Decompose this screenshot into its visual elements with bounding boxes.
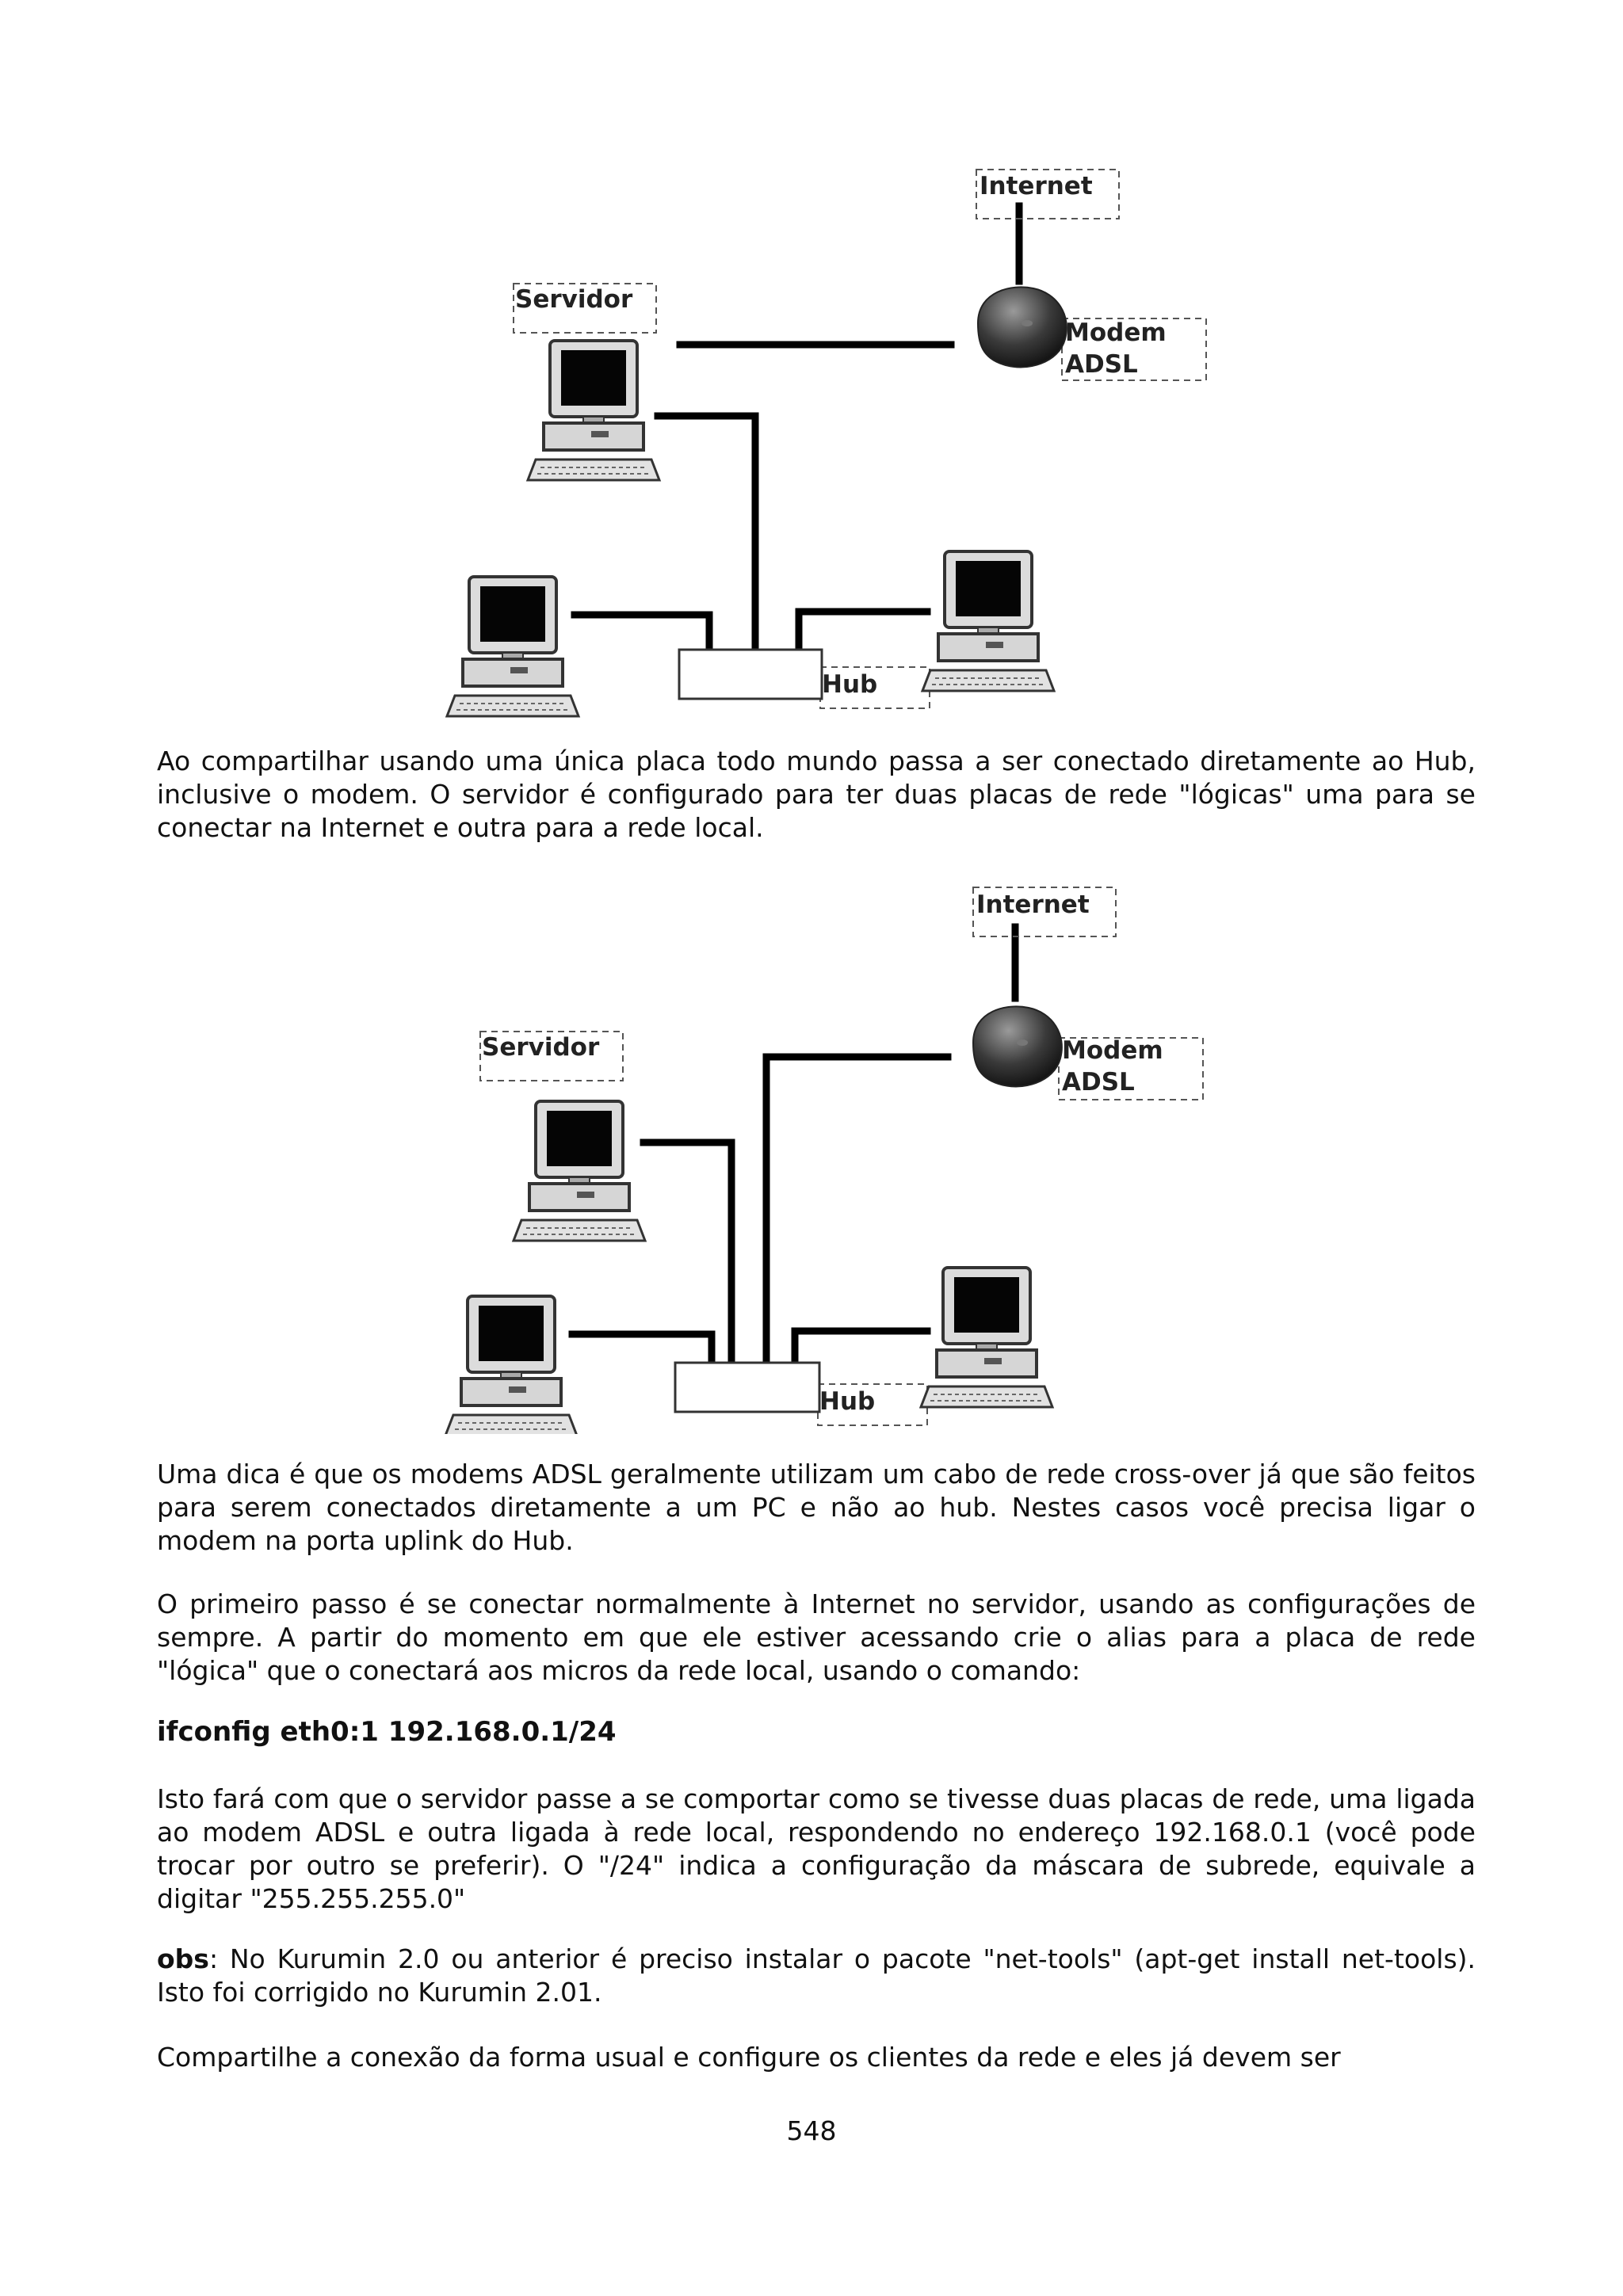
client-computer-left-icon bbox=[445, 575, 580, 718]
network-diagram-1: Internet Servidor Modem ADSL Hub bbox=[0, 151, 1623, 721]
paragraph-1: Ao compartilhar usando uma única placa t… bbox=[157, 746, 1476, 843]
cable-pc-left-hub bbox=[568, 1330, 716, 1367]
page-number: 548 bbox=[786, 2115, 837, 2146]
servidor-label: Servidor bbox=[482, 1033, 600, 1062]
obs-paragraph: obs: No Kurumin 2.0 ou anterior é precis… bbox=[157, 1943, 1476, 2009]
cables bbox=[568, 923, 1019, 1367]
paragraph-5: Compartilhe a conexão da forma usual e c… bbox=[157, 2042, 1341, 2073]
internet-label-box bbox=[972, 887, 1117, 937]
cable-server-hub bbox=[640, 1138, 735, 1367]
cable-pc-left-hub bbox=[571, 611, 713, 654]
paragraph-2: Uma dica é que os modems ADSL geralmente… bbox=[157, 1459, 1476, 1556]
hub-label: Hub bbox=[819, 1387, 875, 1416]
hub-device bbox=[674, 1361, 821, 1413]
servidor-label: Servidor bbox=[515, 285, 633, 314]
cables bbox=[571, 202, 1023, 654]
command-line: ifconfig eth0:1 192.168.0.1/24 bbox=[157, 1716, 617, 1748]
cable-modem-hub bbox=[762, 1053, 952, 1367]
diagram-2-canvas: Internet Servidor Modem ADSL Hub bbox=[444, 887, 1204, 1434]
modem-label-line2: ADSL bbox=[1062, 1068, 1135, 1097]
obs-label: obs bbox=[157, 1943, 209, 1974]
modem-label-line1: Modem bbox=[1062, 1036, 1163, 1065]
client-computer-right-icon bbox=[919, 1266, 1054, 1409]
paragraph-3: O primeiro passo é se conectar normalmen… bbox=[157, 1589, 1476, 1686]
modem-label-line2: ADSL bbox=[1065, 350, 1138, 379]
modem-label-box bbox=[1061, 318, 1207, 381]
client-computer-right-icon bbox=[921, 550, 1056, 692]
cable-pc-right-hub bbox=[791, 1327, 931, 1367]
modem-icon bbox=[972, 1005, 1063, 1088]
servidor-label-box bbox=[479, 1031, 624, 1081]
hub-label: Hub bbox=[822, 670, 877, 699]
cable-pc-right-hub bbox=[795, 608, 931, 654]
modem-icon bbox=[977, 286, 1067, 368]
hub-device bbox=[678, 648, 823, 700]
client-computer-left-icon bbox=[444, 1295, 579, 1434]
paragraph-4: Isto fará com que o servidor passe a se … bbox=[157, 1783, 1476, 1914]
server-computer-icon bbox=[526, 339, 661, 482]
internet-label: Internet bbox=[976, 891, 1090, 919]
obs-text: : No Kurumin 2.0 ou anterior é preciso i… bbox=[157, 1943, 1476, 2008]
network-diagram-2: Internet Servidor Modem ADSL Hub bbox=[0, 864, 1623, 1434]
cable-server-hub bbox=[654, 412, 759, 654]
server-computer-icon bbox=[512, 1100, 647, 1242]
servidor-label-box bbox=[513, 283, 657, 334]
modem-label-line1: Modem bbox=[1065, 318, 1167, 347]
diagram-1-canvas: Internet Servidor Modem ADSL Hub bbox=[445, 169, 1207, 718]
internet-label: Internet bbox=[980, 172, 1093, 200]
modem-label-box bbox=[1058, 1037, 1204, 1100]
internet-label-box bbox=[976, 169, 1120, 219]
